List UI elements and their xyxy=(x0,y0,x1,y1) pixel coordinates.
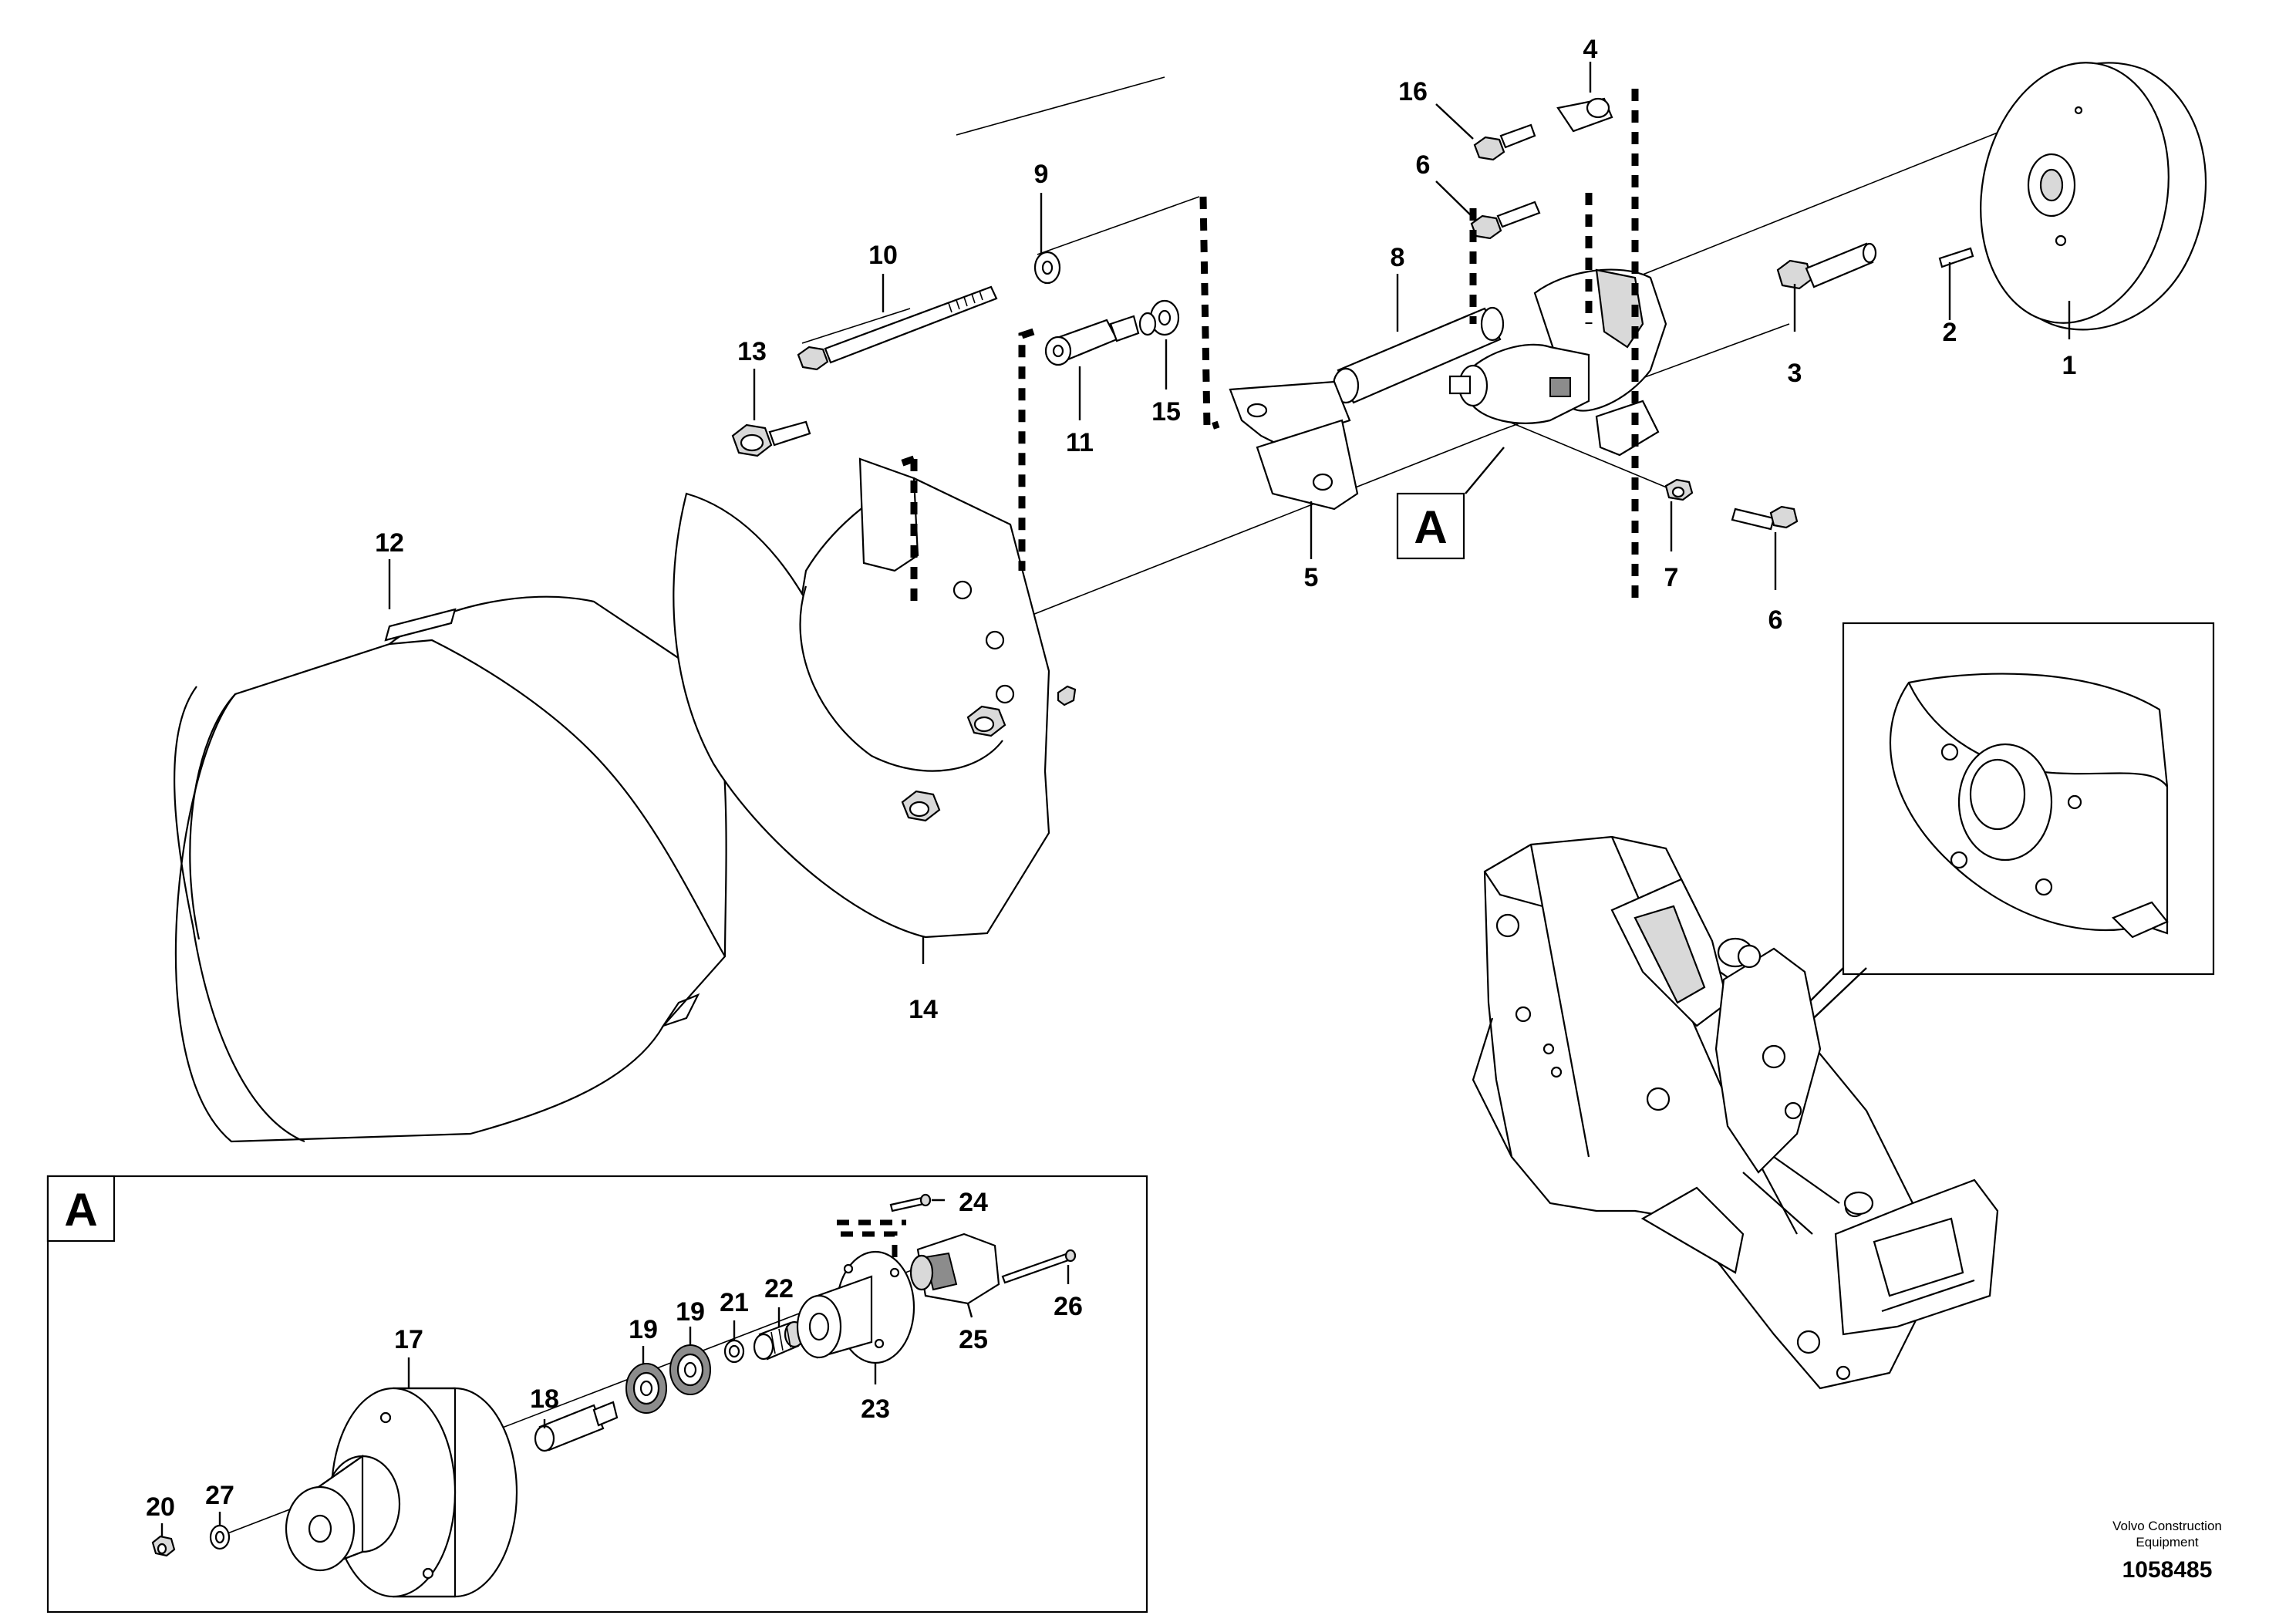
detail-a-box: A xyxy=(46,1175,1148,1614)
brand-line-2: Equipment xyxy=(2136,1535,2199,1549)
sleeve-part-8 xyxy=(1332,306,1505,404)
callout-13: 13 xyxy=(737,337,767,366)
callout-17: 17 xyxy=(394,1325,423,1354)
callout-23: 23 xyxy=(861,1394,890,1424)
callout-6-lower: 6 xyxy=(1768,605,1783,635)
callout-10: 10 xyxy=(868,241,898,270)
long-bolt-part-10 xyxy=(797,285,998,371)
bolt-part-3 xyxy=(1776,242,1877,290)
callout-11: 11 xyxy=(1066,428,1094,457)
callout-7: 7 xyxy=(1664,563,1679,592)
callout-22: 22 xyxy=(764,1274,794,1303)
nut-part-20 xyxy=(151,1535,176,1557)
bearing-part-19-a xyxy=(625,1363,667,1414)
bushing-part-11 xyxy=(1044,315,1140,366)
footer-brand-block: Volvo Construction Equipment 1058485 xyxy=(2112,1519,2222,1583)
callout-21: 21 xyxy=(720,1288,749,1317)
guard-shell-part-12 xyxy=(174,595,727,1143)
housing-part-23 xyxy=(796,1250,915,1364)
loader-arm-drawing xyxy=(1472,835,1999,1390)
washer-part-27 xyxy=(209,1524,231,1550)
leader-lines xyxy=(388,62,2071,964)
callout-8: 8 xyxy=(1391,243,1405,272)
ring-part-21 xyxy=(723,1339,745,1364)
screw-part-26 xyxy=(1001,1249,1077,1284)
shaft-part-18 xyxy=(534,1401,619,1452)
callout-3: 3 xyxy=(1788,359,1802,388)
callout-18: 18 xyxy=(530,1384,559,1414)
bolt-part-16 xyxy=(1473,123,1536,161)
callout-20: 20 xyxy=(146,1492,175,1522)
callout-5: 5 xyxy=(1304,563,1319,592)
callout-25: 25 xyxy=(959,1325,988,1354)
callout-9: 9 xyxy=(1034,160,1049,189)
callout-14: 14 xyxy=(909,995,938,1024)
callout-12: 12 xyxy=(375,528,404,558)
callout-1: 1 xyxy=(2062,351,2077,380)
spacer-part-22 xyxy=(753,1320,805,1361)
bolt-part-6-lower xyxy=(1731,505,1799,531)
callout-4: 4 xyxy=(1583,35,1598,64)
washer-part-15 xyxy=(1138,299,1180,336)
callout-6-upper: 6 xyxy=(1416,150,1431,180)
pulley-disk-part-1 xyxy=(1980,62,2207,331)
main-callouts: 1 2 3 4 5 6 6 7 8 9 10 11 12 13 14 15 16 xyxy=(375,35,2076,1024)
pin-part-2 xyxy=(1938,247,1974,268)
callout-26: 26 xyxy=(1054,1292,1083,1321)
guard-plate-part-14 xyxy=(673,457,1077,939)
nut-part-7 xyxy=(1664,478,1694,501)
screw-part-24 xyxy=(889,1193,932,1212)
detail-marker-label: A xyxy=(1414,501,1447,553)
callout-19-a: 19 xyxy=(629,1315,658,1344)
drawing-number: 1058485 xyxy=(2122,1557,2213,1583)
dashed-assembly-lines xyxy=(897,89,1639,609)
sensor-part-25 xyxy=(909,1233,1000,1305)
detail-box-label: A xyxy=(64,1184,97,1236)
callout-16: 16 xyxy=(1398,77,1428,106)
brand-line-1: Volvo Construction xyxy=(2112,1519,2222,1533)
clamp-part-4 xyxy=(1556,97,1613,133)
detail-marker-a: A xyxy=(1396,492,1465,560)
bearing-part-19-b xyxy=(669,1344,711,1395)
callout-15: 15 xyxy=(1151,397,1181,427)
callout-2: 2 xyxy=(1943,318,1957,347)
hub-unit xyxy=(1448,268,1667,457)
callout-24: 24 xyxy=(959,1188,988,1217)
loader-inset xyxy=(1472,622,2215,1390)
callout-27: 27 xyxy=(205,1481,234,1510)
bracket-part-5 xyxy=(1229,380,1359,511)
callout-19-b: 19 xyxy=(676,1297,705,1327)
bolt-part-6-upper xyxy=(1470,201,1541,240)
bolt-part-13 xyxy=(731,420,811,457)
flange-hub-part-17 xyxy=(285,1387,518,1598)
washer-part-9 xyxy=(1033,251,1061,285)
inset-guard-closeup xyxy=(1889,673,2169,939)
